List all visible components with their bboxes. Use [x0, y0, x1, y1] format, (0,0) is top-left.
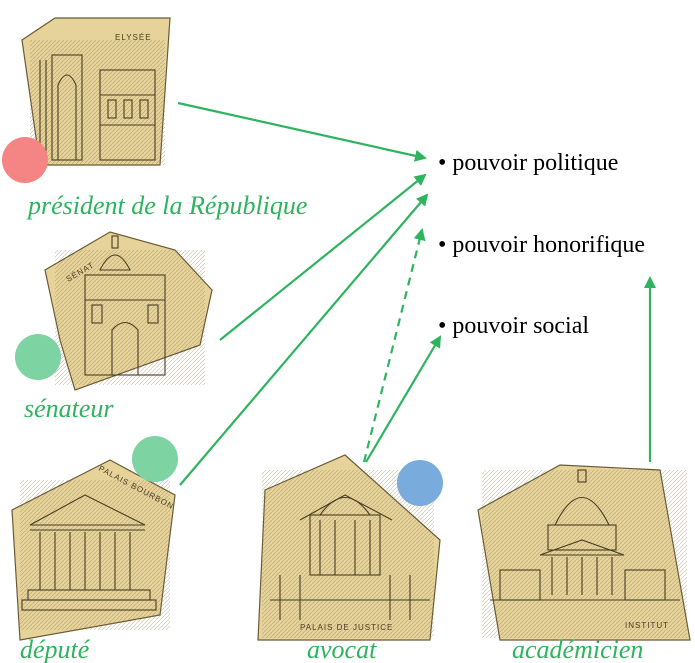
power-honorifique-label: • pouvoir honorifique [438, 232, 645, 258]
elysee-caption: ELYSÉE [115, 33, 152, 42]
role-depute-label: député [20, 635, 91, 663]
power-politique-label: • pouvoir politique [438, 150, 618, 176]
president-dot [2, 137, 48, 183]
elysee-engraving: ELYSÉE [21, 17, 171, 166]
arrow-depute-to-politique [179, 193, 429, 486]
arrow-senateur-to-politique [219, 173, 427, 341]
senateur-dot [15, 334, 61, 380]
palais-bourbon-engraving: PALAIS BOURBON [11, 459, 176, 641]
power-social-label: • pouvoir social [438, 313, 589, 339]
role-president-label: président de la République [26, 191, 307, 220]
senat-engraving: SÉNAT [44, 231, 213, 391]
avocat-dot [397, 460, 443, 506]
arrow-president-to-politique [177, 101, 427, 162]
palais-justice-caption: PALAIS DE JUSTICE [300, 623, 393, 632]
role-avocat-label: avocat [307, 635, 377, 663]
role-academicien-label: académicien [512, 635, 643, 663]
institut-caption: INSTITUT [625, 621, 669, 630]
arrow-avocat-to-social [365, 335, 442, 463]
arrow-avocat-to-honorifique-dashed [362, 228, 426, 463]
role-senateur-label: sénateur [24, 394, 114, 423]
depute-dot [132, 436, 178, 482]
institut-engraving: INSTITUT [477, 464, 691, 641]
